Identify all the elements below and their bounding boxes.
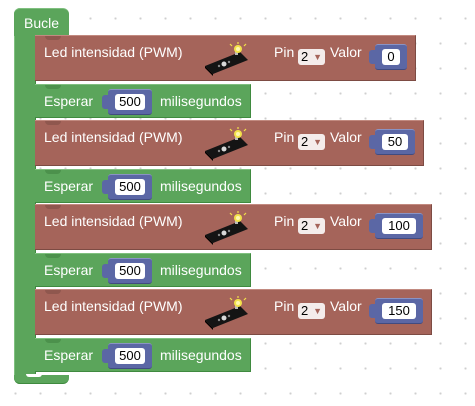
number-block[interactable]: 500 bbox=[102, 174, 152, 200]
block-notch bbox=[45, 85, 61, 89]
block-notch bbox=[45, 36, 61, 40]
loop-footer[interactable] bbox=[14, 375, 69, 384]
number-block[interactable]: 150 bbox=[369, 298, 423, 324]
pin-label: Pin bbox=[274, 298, 295, 314]
dropdown-caret-icon: ▼ bbox=[313, 306, 322, 316]
wait-block[interactable]: Esperar 500 milisegundos bbox=[35, 253, 251, 287]
wait-unit-label: milisegundos bbox=[160, 93, 242, 109]
number-block[interactable]: 500 bbox=[102, 258, 152, 284]
number-block[interactable]: 0 bbox=[369, 44, 407, 70]
wait-unit-label: milisegundos bbox=[160, 262, 242, 278]
pin-label: Pin bbox=[274, 129, 295, 145]
led-block-label: Led intensidad (PWM) bbox=[44, 44, 183, 60]
number-block[interactable]: 500 bbox=[102, 343, 152, 369]
pin-dropdown[interactable]: 2 ▼ bbox=[298, 218, 325, 234]
number-block-tab bbox=[369, 304, 377, 318]
wait-block[interactable]: Esperar 500 milisegundos bbox=[35, 338, 251, 372]
block-notch bbox=[45, 339, 61, 343]
block-notch bbox=[45, 121, 61, 125]
number-block[interactable]: 500 bbox=[102, 89, 152, 115]
pin-dropdown-value: 2 bbox=[301, 134, 309, 149]
number-block-tab bbox=[369, 135, 377, 149]
number-block[interactable]: 50 bbox=[369, 129, 415, 155]
number-block-tab bbox=[102, 180, 110, 194]
number-field[interactable]: 0 bbox=[382, 49, 400, 65]
wait-block[interactable]: Esperar 500 milisegundos bbox=[35, 84, 251, 118]
loop-block[interactable]: Bucle bbox=[14, 8, 69, 384]
number-field[interactable]: 500 bbox=[115, 94, 145, 110]
pin-dropdown[interactable]: 2 ▼ bbox=[298, 134, 325, 150]
number-block[interactable]: 100 bbox=[369, 213, 423, 239]
led-pwm-block[interactable]: Led intensidad (PWM) Pin 2 ▼ Valor 150 bbox=[35, 289, 432, 335]
number-field[interactable]: 100 bbox=[382, 218, 416, 234]
loop-left-bar[interactable] bbox=[14, 8, 36, 384]
wait-label: Esperar bbox=[44, 178, 94, 194]
led-pwm-block[interactable]: Led intensidad (PWM) Pin 2 ▼ Valor 100 bbox=[35, 204, 432, 250]
pin-dropdown[interactable]: 2 ▼ bbox=[298, 303, 325, 319]
led-pwm-block[interactable]: Led intensidad (PWM) Pin 2 ▼ Valor 0 bbox=[35, 35, 416, 81]
pin-label: Pin bbox=[274, 213, 295, 229]
loop-footer-notch bbox=[26, 374, 42, 377]
number-block-tab bbox=[369, 50, 377, 64]
loop-header[interactable]: Bucle bbox=[14, 8, 69, 36]
block-notch bbox=[45, 170, 61, 174]
block-notch bbox=[45, 254, 61, 258]
number-block-tab bbox=[102, 95, 110, 109]
number-block-tab bbox=[102, 349, 110, 363]
value-label: Valor bbox=[330, 129, 362, 145]
pin-dropdown-value: 2 bbox=[301, 49, 309, 64]
wait-block[interactable]: Esperar 500 milisegundos bbox=[35, 169, 251, 203]
wait-label: Esperar bbox=[44, 93, 94, 109]
number-block-tab bbox=[369, 219, 377, 233]
pin-label: Pin bbox=[274, 44, 295, 60]
pin-dropdown-value: 2 bbox=[301, 303, 309, 318]
value-label: Valor bbox=[330, 213, 362, 229]
dropdown-caret-icon: ▼ bbox=[313, 221, 322, 231]
pin-dropdown[interactable]: 2 ▼ bbox=[298, 49, 325, 65]
led-module-icon bbox=[205, 42, 248, 76]
pin-dropdown-value: 2 bbox=[301, 218, 309, 233]
dropdown-caret-icon: ▼ bbox=[313, 137, 322, 147]
number-block-tab bbox=[102, 264, 110, 278]
wait-label: Esperar bbox=[44, 347, 94, 363]
number-field[interactable]: 150 bbox=[382, 303, 416, 319]
value-label: Valor bbox=[330, 44, 362, 60]
loop-title: Bucle bbox=[24, 15, 60, 31]
number-field[interactable]: 500 bbox=[115, 263, 145, 279]
dropdown-caret-icon: ▼ bbox=[313, 52, 322, 62]
block-notch bbox=[45, 205, 61, 209]
number-field[interactable]: 500 bbox=[115, 348, 145, 364]
led-module-icon bbox=[205, 127, 248, 161]
led-pwm-block[interactable]: Led intensidad (PWM) Pin 2 ▼ Valor 50 bbox=[35, 120, 424, 166]
block-notch bbox=[45, 290, 61, 294]
led-module-icon bbox=[205, 211, 248, 245]
number-field[interactable]: 50 bbox=[382, 134, 408, 150]
wait-unit-label: milisegundos bbox=[160, 347, 242, 363]
led-block-label: Led intensidad (PWM) bbox=[44, 298, 183, 314]
wait-unit-label: milisegundos bbox=[160, 178, 242, 194]
wait-label: Esperar bbox=[44, 262, 94, 278]
value-label: Valor bbox=[330, 298, 362, 314]
number-field[interactable]: 500 bbox=[115, 179, 145, 195]
led-block-label: Led intensidad (PWM) bbox=[44, 213, 183, 229]
led-block-label: Led intensidad (PWM) bbox=[44, 129, 183, 145]
led-module-icon bbox=[205, 296, 248, 330]
